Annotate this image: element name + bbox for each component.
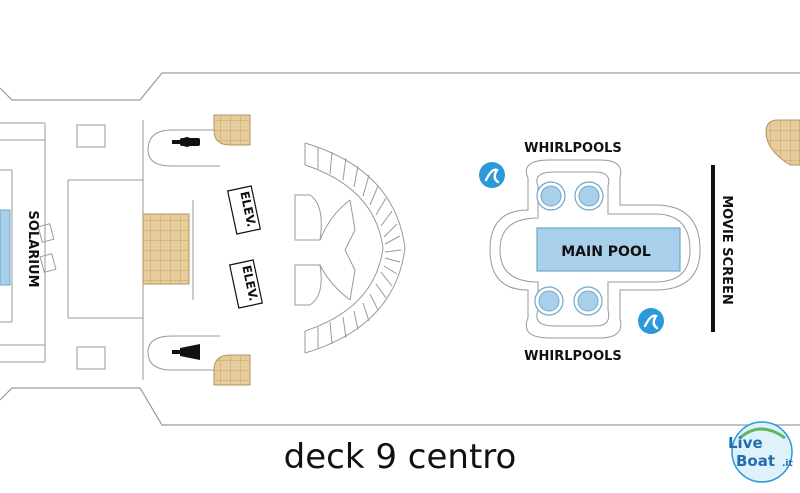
watermark-text-2: Boat (736, 452, 775, 470)
info-point-icon (479, 162, 505, 188)
whirlpool-bottom-right (573, 286, 603, 316)
watermark-text-1: Live (728, 434, 763, 452)
main-pool-label: MAIN POOL (561, 244, 651, 260)
restroom-women-icon (172, 344, 200, 360)
pool-deck (489, 159, 701, 339)
whirlpool-top-right (574, 181, 604, 211)
restroom-men-icon (172, 137, 200, 147)
watermark-suffix: .it (782, 459, 794, 469)
stair-fans (213, 114, 800, 386)
hull-outline (0, 72, 800, 426)
liveboat-logo: Live Boat .it (728, 421, 794, 483)
elevator-box-2 (228, 259, 264, 309)
solarium-label: SOLARIUM (25, 210, 40, 287)
whirlpool-bottom-left (534, 286, 564, 316)
whirlpools-label-top: WHIRLPOOLS (524, 141, 622, 156)
movie-screen-bar (711, 165, 715, 332)
elevator-box-1 (226, 185, 262, 235)
central-stairs (142, 213, 190, 285)
arc-seating (294, 142, 406, 354)
movie-screen-label: MOVIE SCREEN (719, 195, 734, 305)
info-point-icon (638, 308, 664, 334)
whirlpools-label-bottom: WHIRLPOOLS (524, 349, 622, 364)
caption: deck 9 centro (283, 437, 517, 477)
whirlpool-top-left (536, 181, 566, 211)
restroom-alcoves (147, 129, 220, 371)
main-pool (536, 227, 681, 272)
